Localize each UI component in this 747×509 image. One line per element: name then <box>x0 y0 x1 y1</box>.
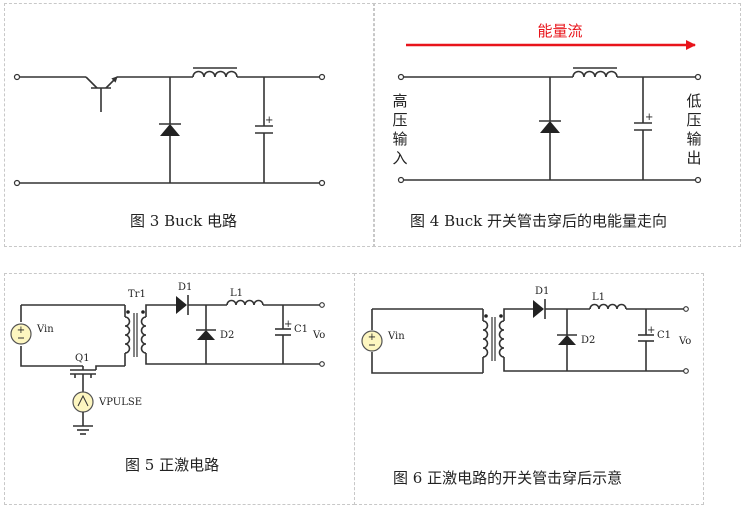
capacitor-plus: + <box>645 112 653 123</box>
c1-label: C1 <box>657 330 671 341</box>
d2-label: D2 <box>581 335 595 346</box>
figure-5-circuit: + Vin Q1 VPULSE <box>10 282 325 435</box>
capacitor-plus: + <box>265 115 273 126</box>
input-label-char: 入 <box>392 149 407 167</box>
diode-d1 <box>176 295 189 315</box>
l1-label: L1 <box>230 288 243 299</box>
transformer-tr1 <box>124 304 153 366</box>
l1-label: L1 <box>592 292 605 303</box>
output-label-char: 输 <box>686 130 701 148</box>
inductor-l1 <box>589 303 627 310</box>
output-label-char: 出 <box>686 149 701 167</box>
vin-plus: + <box>17 325 25 336</box>
terminal-in-bottom <box>397 176 405 184</box>
vin-label: Vin <box>36 324 54 335</box>
vin-source: + <box>10 323 32 345</box>
d1-label: D1 <box>535 286 549 297</box>
figure-3-caption: 图 3 Buck 电路 <box>130 212 238 230</box>
inductor <box>192 67 238 78</box>
capacitor-plus: + <box>647 325 655 336</box>
c1-label: C1 <box>294 324 308 335</box>
vin-label: Vin <box>387 331 405 342</box>
terminal-out-top <box>318 73 326 81</box>
transformer <box>482 308 511 373</box>
vin-plus: + <box>368 332 376 343</box>
output-label: 低压输出 <box>686 92 701 167</box>
figure-3-panel <box>4 3 375 247</box>
figure-6-circuit: + Vin D1 L1 <box>361 286 691 374</box>
diode-d2 <box>196 329 216 340</box>
inductor <box>572 67 618 78</box>
vo-terminal-bottom <box>683 368 689 374</box>
capacitor-c1: + <box>275 319 292 336</box>
d1-label: D1 <box>178 282 192 293</box>
vo-label: Vo <box>678 336 691 347</box>
q1-mosfet <box>70 365 125 392</box>
terminal-out-bottom <box>318 179 326 187</box>
capacitor-plus: + <box>284 319 292 330</box>
switch-transistor <box>85 76 118 112</box>
input-label-char: 高 <box>392 92 407 110</box>
terminal-out-bottom <box>694 176 702 184</box>
figure-5-caption: 图 5 正激电路 <box>125 456 220 474</box>
vo-label: Vo <box>312 330 325 341</box>
figure-4-caption: 图 4 Buck 开关管击穿后的电能量走向 <box>410 212 668 230</box>
tr1-label: Tr1 <box>128 289 146 300</box>
diode-d1 <box>533 299 546 319</box>
terminal-in-top <box>13 73 21 81</box>
terminal-in-top <box>397 73 405 81</box>
output-capacitor: + <box>255 115 273 134</box>
freewheel-diode <box>159 123 181 136</box>
input-label-char: 输 <box>392 130 407 148</box>
vo-terminal-top <box>319 302 325 308</box>
figure-6-caption: 图 6 正激电路的开关管击穿后示意 <box>393 469 623 487</box>
figure-4-circuit: 能量流 + 高压输入 低压输出 <box>392 22 702 184</box>
output-label-char: 低 <box>686 92 701 110</box>
figure-4-panel <box>373 3 741 247</box>
figure-3-circuit: + <box>13 67 326 187</box>
energy-flow-label: 能量流 <box>537 22 582 40</box>
capacitor-c1: + <box>638 325 655 342</box>
figure-6-panel <box>354 273 704 505</box>
vpulse-source <box>72 391 94 413</box>
inductor-l1 <box>226 299 264 306</box>
terminal-in-bottom <box>13 179 21 187</box>
input-label: 高压输入 <box>392 92 407 167</box>
diode-d2 <box>557 334 577 345</box>
ground-icon <box>73 425 93 435</box>
terminal-out-top <box>694 73 702 81</box>
output-label-char: 压 <box>686 111 701 129</box>
vpulse-label: VPULSE <box>98 397 142 408</box>
vo-terminal-bottom <box>319 361 325 367</box>
vo-terminal-top <box>683 306 689 312</box>
d2-label: D2 <box>220 330 234 341</box>
input-label-char: 压 <box>392 111 407 129</box>
freewheel-diode <box>539 120 561 133</box>
vin-source: + <box>361 330 383 352</box>
q1-label: Q1 <box>75 353 90 364</box>
